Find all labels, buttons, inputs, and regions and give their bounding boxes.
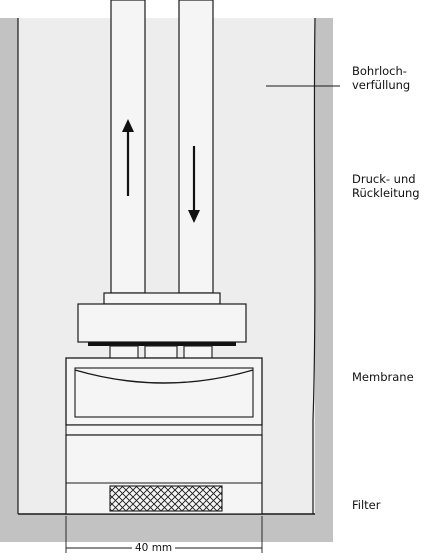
coupling-block bbox=[77, 303, 247, 343]
membrane-chamber bbox=[74, 367, 254, 418]
borehole-wall-right bbox=[312, 17, 316, 514]
probe-body bbox=[65, 424, 263, 436]
membrane bbox=[74, 369, 254, 384]
label-backfill: Bohrloch- verfüllung bbox=[352, 64, 411, 92]
label-membrane: Membrane bbox=[352, 370, 414, 384]
seal-ring bbox=[88, 342, 236, 346]
arrow-down-icon bbox=[188, 146, 200, 223]
coupling-collar bbox=[103, 292, 221, 305]
dimension-label: 40 mm bbox=[132, 542, 176, 554]
filter-mesh bbox=[109, 485, 223, 512]
label-filter: Filter bbox=[352, 498, 381, 512]
return-pipe bbox=[178, 0, 214, 294]
label-pressure-return-lines: Druck- und Rückleitung bbox=[352, 172, 420, 200]
stem-center bbox=[144, 345, 178, 359]
arrow-up-icon bbox=[122, 119, 134, 196]
